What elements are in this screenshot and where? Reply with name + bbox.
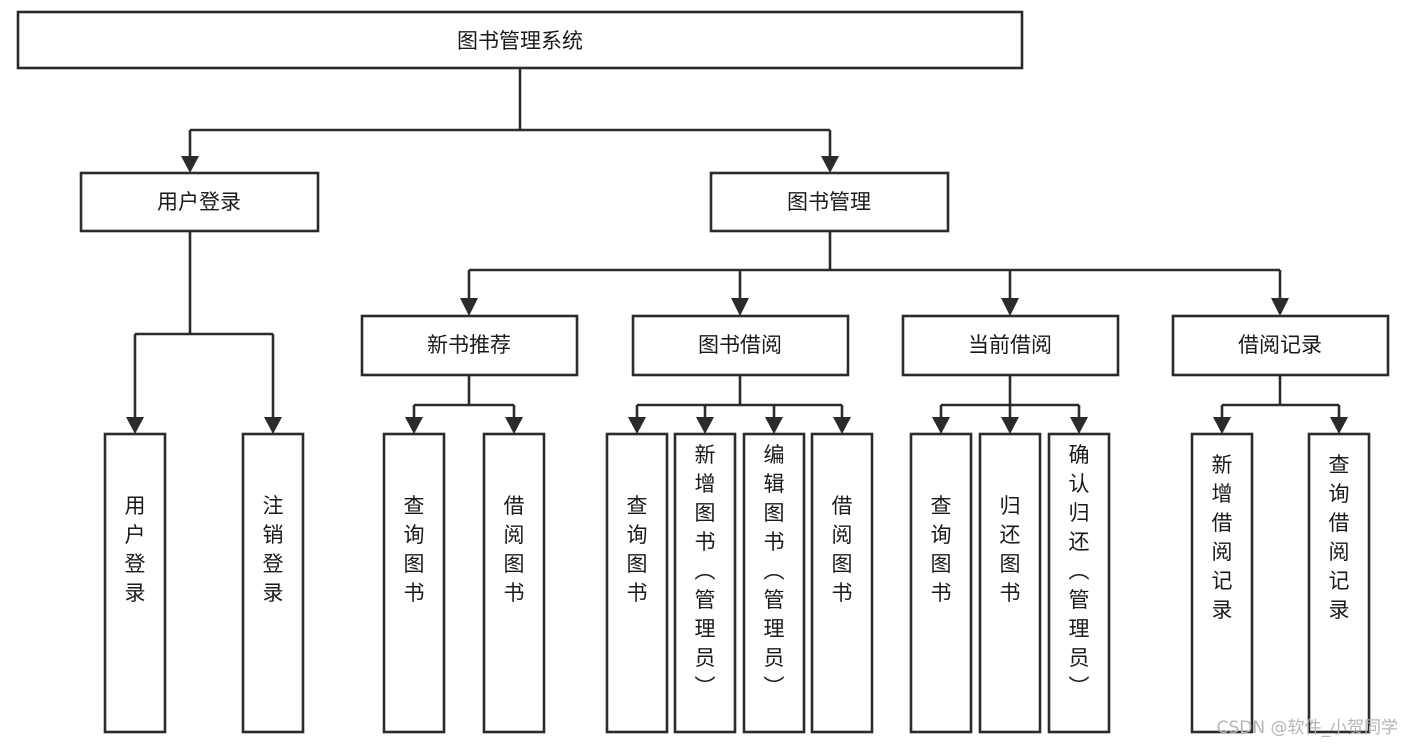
node-new-book-recommend-label: 新书推荐: [427, 333, 511, 357]
leaf-query-book-3-label: 查询图书: [931, 494, 952, 605]
node-book-borrow[interactable]: 图书借阅: [631, 314, 850, 377]
leaf-return-book-box[interactable]: [978, 432, 1042, 734]
node-root[interactable]: 图书管理系统: [16, 10, 1024, 70]
arrow-head-confirm-return: [1070, 417, 1088, 434]
leaf-borrow-book-2-box[interactable]: [810, 432, 874, 734]
leaf-query-book-1-box[interactable]: [382, 432, 446, 734]
node-book-manage-box[interactable]: [709, 171, 950, 233]
leaf-add-record-label: 新增借阅记录: [1212, 453, 1233, 622]
leaf-edit-book-box[interactable]: [742, 432, 806, 734]
leaf-borrow-book-2-label: 借阅图书: [832, 494, 853, 605]
leaf-borrow-book-2[interactable]: 借阅图书: [810, 432, 874, 734]
node-book-manage-label: 图书管理: [787, 190, 871, 214]
leaf-query-book-1-label: 查询图书: [404, 494, 425, 605]
arrow-head-current-borrow: [1001, 298, 1019, 316]
leaf-borrow-book-1-label: 借阅图书: [504, 494, 525, 605]
arrow-head-edit-book: [765, 417, 783, 434]
connector-layer: [126, 68, 1348, 434]
leaf-query-record-label: 查询借阅记录: [1329, 453, 1350, 622]
arrow-head-borrow-record: [1271, 298, 1289, 316]
leaf-query-book-2-box[interactable]: [605, 432, 669, 734]
arrow-head-add-book: [696, 417, 714, 434]
leaf-add-book[interactable]: 新增图书︵管理员︶: [673, 432, 737, 734]
arrow-head-query-book-3: [932, 417, 950, 434]
arrow-head-user-login: [181, 156, 199, 173]
leaf-edit-book-label: 编辑图书︵管理员︶: [764, 443, 785, 699]
leaf-query-book-3-box[interactable]: [909, 432, 973, 734]
node-user-login-label: 用户登录: [157, 190, 241, 214]
node-borrow-record[interactable]: 借阅记录: [1171, 314, 1390, 377]
leaf-add-record-box[interactable]: [1190, 432, 1254, 734]
leaf-query-book-2[interactable]: 查询图书: [605, 432, 669, 734]
node-book-manage[interactable]: 图书管理: [709, 171, 950, 233]
leaf-confirm-return-label: 确认归还︵管理员︶: [1069, 443, 1090, 699]
arrow-head-query-book-1: [405, 417, 423, 434]
leaf-logout-login-box[interactable]: [241, 432, 305, 734]
arrow-head-book-borrow: [731, 298, 749, 316]
arrow-head-return-book: [1001, 417, 1019, 434]
node-current-borrow[interactable]: 当前借阅: [901, 314, 1120, 377]
leaf-user-login-label: 用户登录: [125, 494, 146, 605]
arrow-head-query-record: [1330, 417, 1348, 434]
leaf-confirm-return[interactable]: 确认归还︵管理员︶: [1047, 432, 1111, 734]
leaf-user-login[interactable]: 用户登录: [103, 432, 167, 734]
node-new-book-recommend[interactable]: 新书推荐: [360, 314, 579, 377]
node-book-borrow-label: 图书借阅: [698, 333, 782, 357]
leaf-confirm-return-box[interactable]: [1047, 432, 1111, 734]
leaf-borrow-book-1-box[interactable]: [482, 432, 546, 734]
leaf-add-book-box[interactable]: [673, 432, 737, 734]
node-current-borrow-box[interactable]: [901, 314, 1120, 377]
node-root-label: 图书管理系统: [457, 29, 583, 53]
arrow-head-new-book: [460, 298, 478, 316]
leaf-query-book-3[interactable]: 查询图书: [909, 432, 973, 734]
arrow-head-borrow-book-1: [505, 417, 523, 434]
leaf-add-book-label: 新增图书︵管理员︶: [695, 443, 716, 699]
arrow-head-book-manage: [821, 156, 839, 173]
leaf-borrow-book-1[interactable]: 借阅图书: [482, 432, 546, 734]
node-borrow-record-box[interactable]: [1171, 314, 1390, 377]
leaf-query-book-2-label: 查询图书: [627, 494, 648, 605]
leaf-edit-book[interactable]: 编辑图书︵管理员︶: [742, 432, 806, 734]
node-borrow-record-label: 借阅记录: [1238, 333, 1322, 357]
leaf-query-record-box[interactable]: [1307, 432, 1371, 734]
node-user-login[interactable]: 用户登录: [79, 171, 320, 233]
leaf-return-book[interactable]: 归还图书: [978, 432, 1042, 734]
node-root-box[interactable]: [16, 10, 1024, 70]
leaf-query-record[interactable]: 查询借阅记录: [1307, 432, 1371, 734]
node-user-login-box[interactable]: [79, 171, 320, 233]
leaf-logout-login-label: 注销登录: [263, 494, 284, 605]
leaf-logout-login[interactable]: 注销登录: [241, 432, 305, 734]
node-new-book-recommend-box[interactable]: [360, 314, 579, 377]
node-book-borrow-box[interactable]: [631, 314, 850, 377]
arrow-head-borrow-book-2: [833, 417, 851, 434]
leaf-user-login-box[interactable]: [103, 432, 167, 734]
arrow-head-leaf-logout: [264, 417, 282, 434]
arrow-head-add-record: [1213, 417, 1231, 434]
arrow-head-query-book-2: [628, 417, 646, 434]
node-current-borrow-label: 当前借阅: [968, 333, 1052, 357]
arrow-head-leaf-user-login: [126, 417, 144, 434]
leaf-query-book-1[interactable]: 查询图书: [382, 432, 446, 734]
leaf-return-book-label: 归还图书: [1000, 494, 1021, 605]
leaf-add-record[interactable]: 新增借阅记录: [1190, 432, 1254, 734]
watermark: CSDN @软件_小贺同学: [1217, 718, 1398, 738]
